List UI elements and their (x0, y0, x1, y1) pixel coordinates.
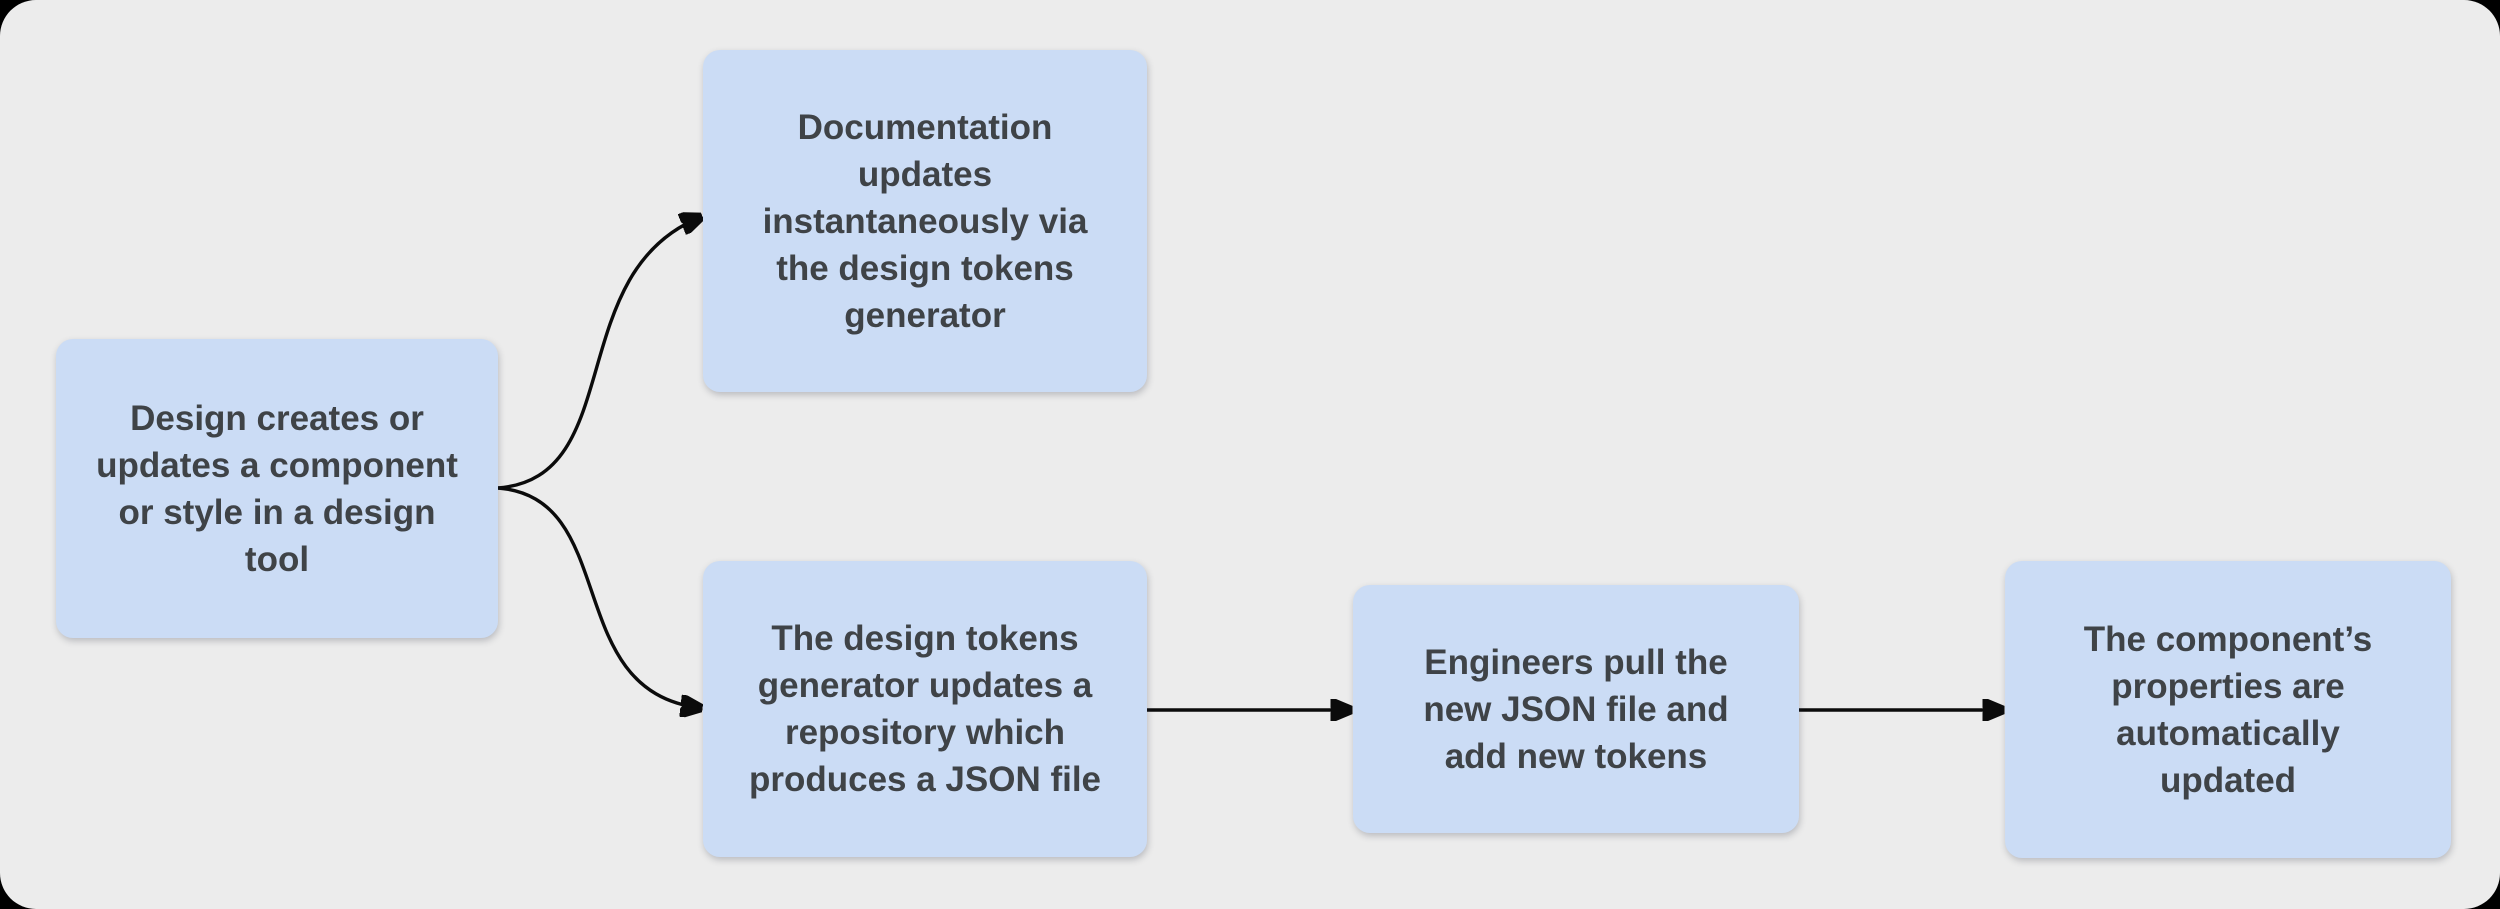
node-label: The component’s properties are automatic… (2083, 619, 2373, 800)
node-label: The design tokens generator updates a re… (748, 619, 1102, 799)
node-label: Documentation updates instantaneously vi… (762, 107, 1088, 335)
node-tokens-generator-repository: The design tokens generator updates a re… (703, 561, 1147, 857)
node-label: Design creates or updates a component or… (96, 398, 458, 579)
arrow-design-to-documentation (497, 217, 701, 490)
arrow-design-to-tokens-generator (497, 486, 701, 708)
node-label: Engineers pull the new JSON file and add… (1423, 642, 1729, 776)
node-component-auto-updated: The component’s properties are automatic… (2005, 561, 2451, 858)
node-design-creates: Design creates or updates a component or… (56, 339, 498, 638)
node-engineers-pull: Engineers pull the new JSON file and add… (1353, 585, 1799, 833)
node-documentation-updates: Documentation updates instantaneously vi… (703, 50, 1147, 392)
